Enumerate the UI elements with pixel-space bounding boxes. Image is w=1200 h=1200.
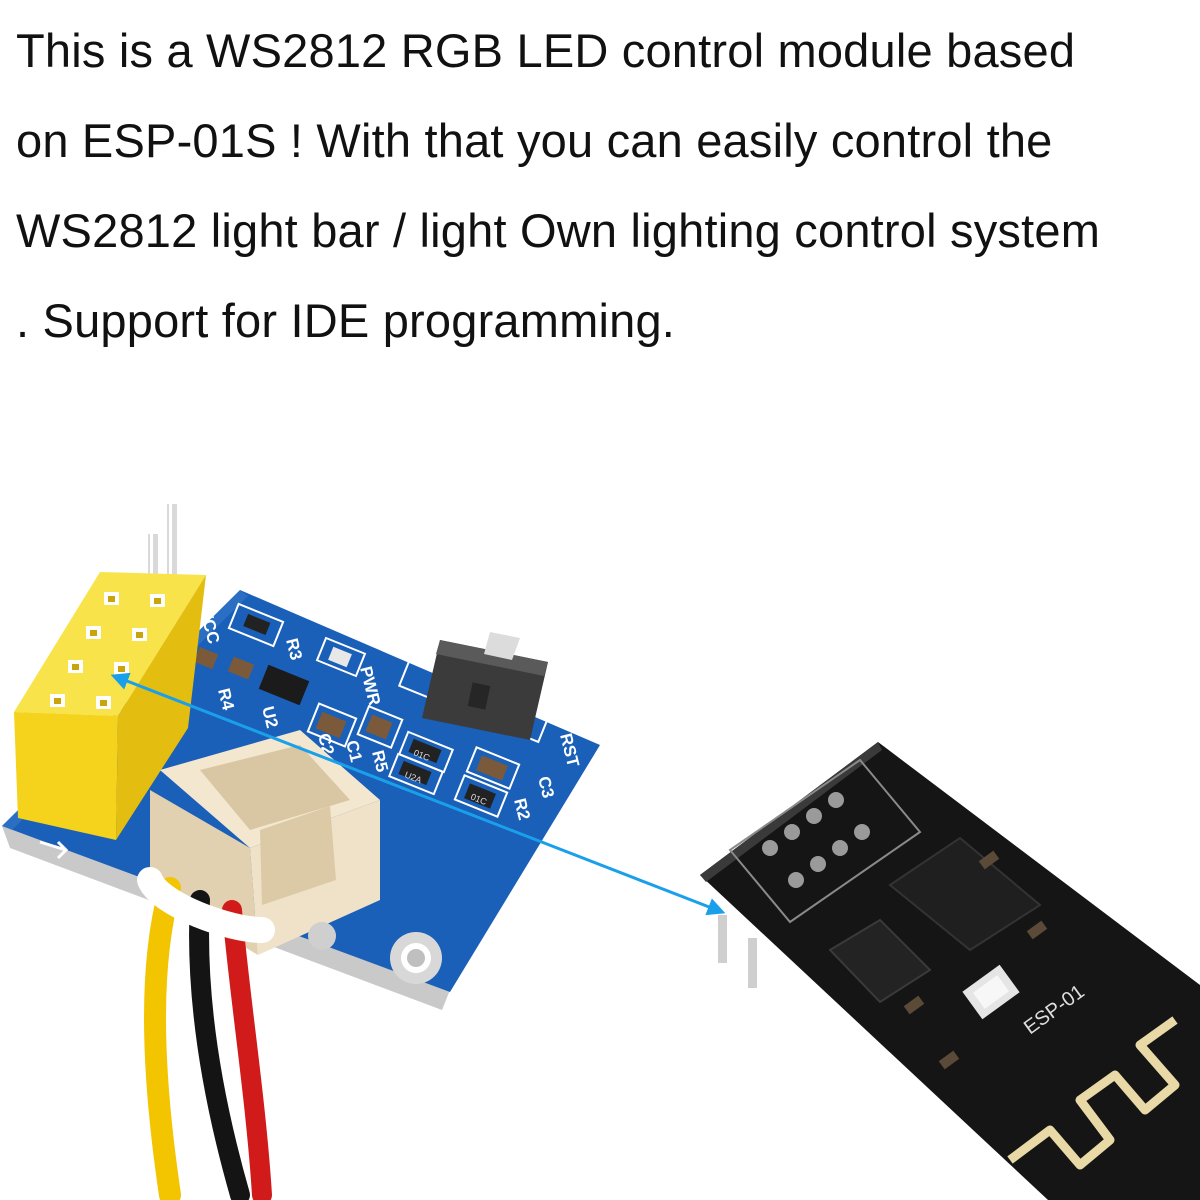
description-line: WS2812 light bar / light Own lighting co… xyxy=(16,204,1101,257)
description-line: on ESP-01S ! With that you can easily co… xyxy=(16,114,1053,167)
direction-arrow-icon xyxy=(39,840,69,860)
black-wire xyxy=(189,890,250,1200)
esp-01-module: ESP-01 xyxy=(700,742,1200,1200)
esp8266-chip xyxy=(888,836,1042,952)
header-pins xyxy=(148,504,177,604)
description-line: This is a WS2812 RGB LED control module … xyxy=(16,24,1076,77)
description-line: . Support for IDE programming. xyxy=(16,294,676,347)
flash-chip xyxy=(828,918,932,1004)
red-wire xyxy=(222,900,272,1200)
silk-r3: R3 xyxy=(282,636,306,662)
product-description: This is a WS2812 RGB LED control module … xyxy=(16,6,1196,366)
connection-arrow xyxy=(110,672,726,916)
pcb-antenna xyxy=(1007,1016,1180,1170)
yellow-wire xyxy=(144,877,181,1200)
wires xyxy=(137,867,275,1200)
